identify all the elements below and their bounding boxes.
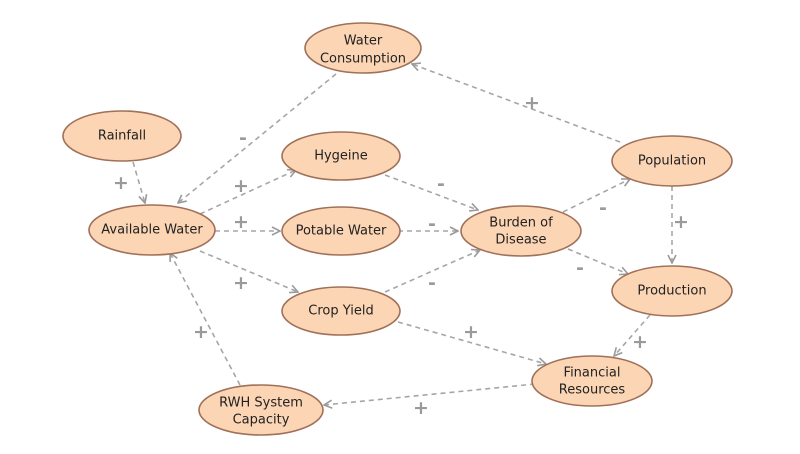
edge-financial-resources-to-rwh-system-capacity: [324, 383, 536, 405]
node-potable-water-label: Potable Water: [296, 224, 387, 239]
polarity-crop-yield-to-burden-of-disease: -: [428, 272, 436, 294]
node-water-consumption-label-line-2: Consumption: [320, 52, 406, 67]
node-available-water-label: Available Water: [101, 223, 203, 238]
polarity-population-to-production: +: [673, 211, 689, 233]
polarity-population-to-water-consumption: +: [524, 92, 540, 114]
node-potable-water[interactable]: Potable Water: [281, 206, 401, 256]
nodes: Water Consumption Rainfall Hygeine Popul…: [62, 22, 733, 436]
node-financial-resources-label-line-1: Financial: [564, 366, 621, 381]
node-rainfall[interactable]: Rainfall: [62, 110, 182, 162]
node-water-consumption[interactable]: Water Consumption: [304, 22, 422, 74]
node-hygeine[interactable]: Hygeine: [281, 131, 401, 181]
node-rwh-system-capacity-label-line-1: RWH System: [219, 396, 303, 411]
node-rainfall-label: Rainfall: [98, 129, 146, 144]
edges: [132, 64, 672, 405]
polarity-rwh-system-capacity-to-available-water: +: [193, 321, 209, 343]
polarity-crop-yield-to-financial-resources: +: [463, 321, 479, 343]
edge-water-consumption-to-available-water: [178, 73, 337, 203]
node-available-water[interactable]: Available Water: [88, 204, 216, 256]
node-crop-yield-label: Crop Yield: [308, 304, 373, 319]
node-financial-resources-label-line-2: Resources: [559, 383, 626, 398]
edge-hygeine-to-burden-of-disease: [384, 174, 478, 210]
node-hygeine-label: Hygeine: [314, 149, 368, 164]
polarity-burden-of-disease-to-production: -: [576, 257, 584, 279]
polarity-available-water-to-crop-yield: +: [233, 272, 249, 294]
node-production-label: Production: [637, 284, 706, 299]
polarity-rainfall-to-available-water: +: [113, 172, 129, 194]
node-crop-yield[interactable]: Crop Yield: [281, 286, 401, 336]
polarity-financial-resources-to-rwh-system-capacity: +: [413, 397, 429, 419]
polarity-water-consumption-to-available-water: -: [239, 127, 247, 149]
node-burden-of-disease[interactable]: Burden of Disease: [460, 205, 582, 257]
edge-production-to-financial-resources: [614, 314, 651, 356]
polarity-potable-water-to-burden-of-disease: -: [428, 213, 436, 235]
polarity-available-water-to-hygeine: +: [233, 175, 249, 197]
node-burden-of-disease-label-line-1: Burden of: [489, 216, 553, 231]
node-financial-resources[interactable]: Financial Resources: [531, 355, 653, 407]
polarity-labels: + - + + + + - - - - - + + + + +: [113, 92, 689, 419]
polarity-burden-of-disease-to-population: -: [599, 197, 607, 219]
edge-burden-of-disease-to-population: [562, 179, 630, 213]
edge-rwh-system-capacity-to-available-water: [170, 253, 241, 386]
node-burden-of-disease-label-line-2: Disease: [495, 233, 546, 248]
polarity-hygeine-to-burden-of-disease: -: [437, 173, 445, 195]
edge-available-water-to-crop-yield: [199, 250, 298, 292]
node-population-label: Population: [638, 154, 706, 169]
node-production[interactable]: Production: [611, 265, 733, 317]
edge-rainfall-to-available-water: [132, 161, 145, 203]
node-rwh-system-capacity[interactable]: RWH System Capacity: [198, 384, 324, 436]
node-water-consumption-label-line-1: Water: [344, 34, 383, 49]
polarity-available-water-to-potable-water: +: [233, 211, 249, 233]
polarity-production-to-financial-resources: +: [632, 331, 648, 353]
edge-crop-yield-to-financial-resources: [397, 321, 546, 364]
edge-burden-of-disease-to-production: [567, 248, 628, 274]
node-rwh-system-capacity-label-line-2: Capacity: [233, 413, 290, 428]
node-population[interactable]: Population: [611, 135, 733, 187]
edge-population-to-water-consumption: [412, 64, 621, 143]
